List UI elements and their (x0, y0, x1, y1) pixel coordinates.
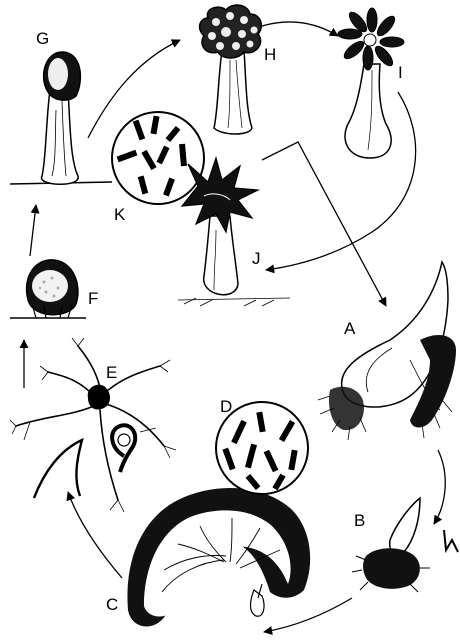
stage-c-plasmodium (127, 488, 310, 626)
label-h: H (264, 45, 276, 64)
arrow-i-to-j (266, 92, 416, 270)
stage-j-bursting-sporangium (178, 158, 290, 306)
label-i: I (398, 63, 403, 82)
arrow-b-to-c (264, 598, 352, 632)
label-g: G (36, 29, 49, 48)
label-e: E (106, 363, 117, 382)
label-k: K (114, 205, 126, 224)
stage-f-cyst (10, 260, 86, 318)
arrow-j-to-a (262, 142, 386, 306)
label-b: B (354, 511, 365, 530)
stage-k-magnified-spores (112, 112, 204, 204)
arrow-f-to-g (30, 205, 36, 256)
stage-a-mass (318, 262, 456, 440)
label-d: D (220, 397, 232, 416)
label-c: C (106, 595, 118, 614)
stage-i-open-sporangium (338, 8, 404, 158)
stage-b-fruiting-body (352, 498, 458, 592)
stage-h-sporangium (200, 5, 262, 134)
stage-e-amoeboid (10, 338, 176, 512)
label-a: A (344, 319, 356, 338)
arrow-a-to-b (434, 450, 445, 524)
arrow-h-to-i (262, 22, 338, 36)
label-j: J (252, 249, 261, 268)
label-f: F (88, 289, 98, 308)
stage-g-sporangium (10, 52, 112, 184)
